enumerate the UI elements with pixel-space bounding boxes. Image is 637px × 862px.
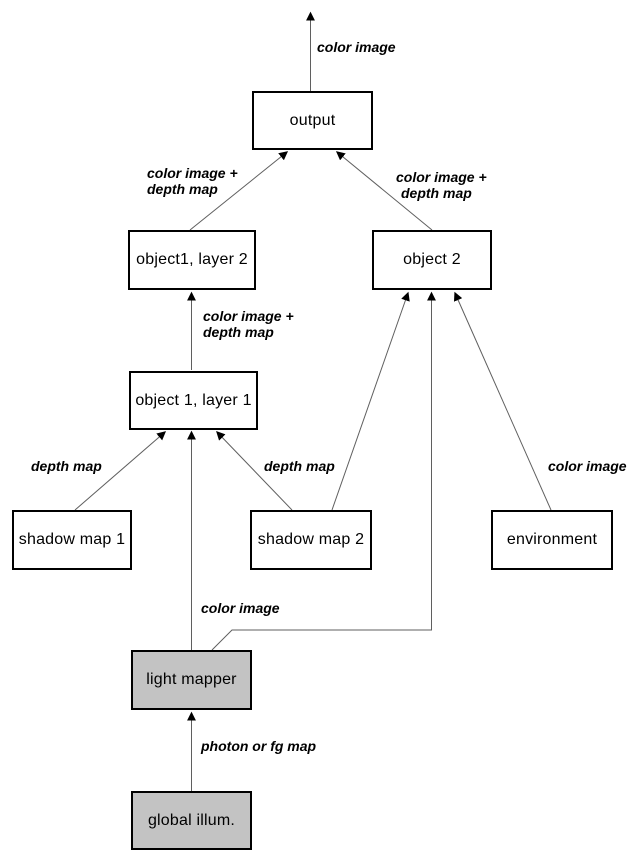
node-object1-layer1-label: object 1, layer 1 — [135, 391, 252, 409]
node-output-label: output — [289, 111, 336, 129]
node-light-mapper: light mapper — [131, 650, 252, 710]
label-color-image-lightmapper: color image — [201, 600, 280, 616]
edge-shadowmap2-to-object2 — [331, 291, 410, 511]
edge-object2-to-output — [335, 151, 433, 231]
node-object1-layer2-label: object1, layer 2 — [136, 251, 248, 268]
edge-shadowmap2-to-layer1 — [216, 431, 293, 511]
node-object2-label: object 2 — [403, 251, 461, 268]
edge-lightmapper-to-object2 — [211, 291, 436, 651]
node-global-illum-label: global illum. — [147, 811, 236, 829]
edge-layer2-to-output — [189, 151, 289, 231]
label-color-image-environment: color image — [548, 458, 627, 474]
node-object2: object 2 — [372, 230, 492, 290]
label-color-image-depth-map-middle: color image + depth map — [203, 308, 294, 340]
label-photon-or-fg-map: photon or fg map — [201, 738, 317, 754]
edge-shadowmap1-to-layer1 — [74, 431, 167, 511]
node-output: output — [252, 91, 373, 150]
node-shadow-map-2-label: shadow map 2 — [257, 531, 365, 548]
node-shadow-map-2: shadow map 2 — [250, 510, 372, 570]
edge-environment-to-object2 — [453, 291, 552, 511]
node-object1-layer1: object 1, layer 1 — [129, 371, 258, 430]
label-depth-map-shadowmap1: depth map — [31, 458, 102, 474]
node-shadow-map-1-label: shadow map 1 — [18, 531, 126, 548]
node-environment-label: environment — [506, 531, 598, 548]
node-environment: environment — [491, 510, 613, 570]
node-object1-layer2: object1, layer 2 — [128, 230, 256, 290]
node-shadow-map-1: shadow map 1 — [12, 510, 132, 570]
node-light-mapper-label: light mapper — [146, 671, 237, 688]
label-color-image-top: color image — [317, 39, 396, 55]
label-depth-map-shadowmap2: depth map — [264, 458, 335, 474]
node-global-illum: global illum. — [131, 791, 252, 850]
label-color-image-depth-map-right: color image + depth map — [396, 169, 487, 201]
label-color-image-depth-map-left: color image + depth map — [147, 165, 238, 197]
